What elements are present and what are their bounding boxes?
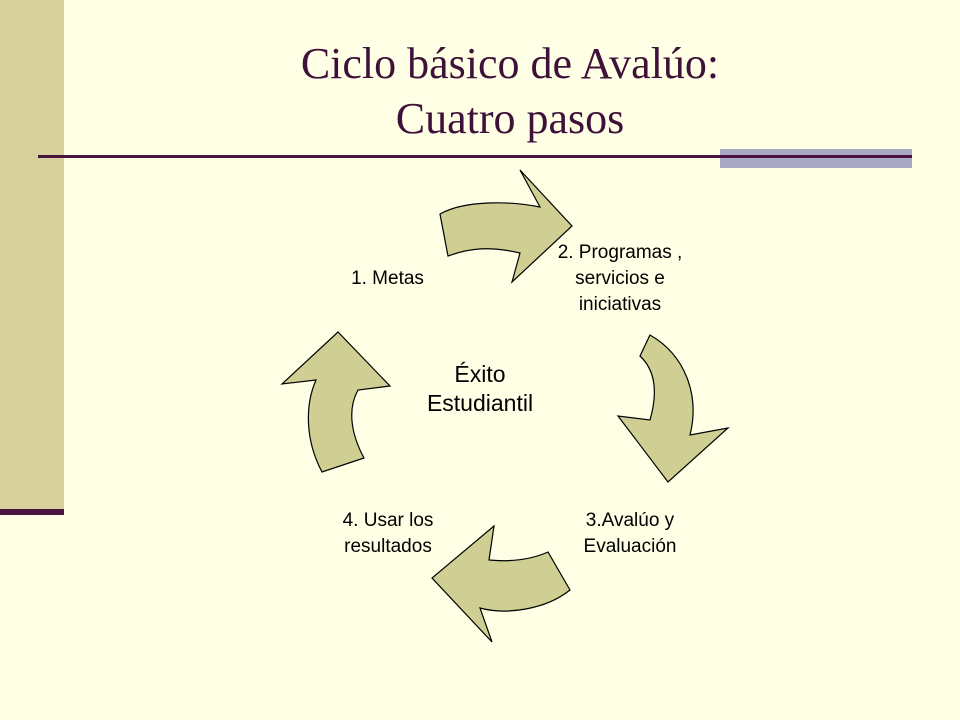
title-accent-rule	[720, 155, 912, 158]
cycle-arrow-2-to-3	[616, 334, 730, 483]
step-2-line-3: iniciativas	[578, 294, 662, 315]
step-4-line-1: 4. Usar los	[342, 510, 434, 531]
step-4-label: 4. Usar los resultados	[318, 508, 458, 560]
step-3-line-2: Evaluación	[583, 536, 677, 557]
step-3-label: 3.Avalúo y Evaluación	[555, 508, 705, 560]
step-4-line-2: resultados	[344, 536, 432, 557]
cycle-arrow-4-to-1	[280, 331, 392, 473]
center-line-2: Estudiantil	[426, 390, 534, 416]
step-1-line-1: 1. Metas	[351, 268, 424, 289]
cycle-arrow-3-to-4	[431, 524, 571, 643]
left-decorative-bar	[0, 0, 64, 513]
center-line-1: Éxito	[454, 361, 506, 387]
step-2-line-1: 2. Programas ,	[557, 242, 683, 263]
left-bar-underline	[0, 509, 64, 515]
title-line-2: Cuatro pasos	[395, 93, 625, 143]
title-rule	[38, 155, 912, 158]
step-2-label: 2. Programas , servicios e iniciativas	[530, 240, 710, 318]
step-2-line-2: servicios e	[575, 268, 665, 289]
center-label: Éxito Estudiantil	[400, 360, 560, 418]
title-accent-block	[720, 149, 912, 168]
slide-title: Ciclo básico de Avalúo: Cuatro pasos	[130, 38, 890, 146]
step-3-line-1: 3.Avalúo y	[585, 510, 675, 531]
title-line-1: Ciclo básico de Avalúo:	[300, 39, 720, 88]
cycle-arrow-1-to-2	[439, 169, 573, 284]
step-1-label: 1. Metas	[330, 266, 445, 292]
